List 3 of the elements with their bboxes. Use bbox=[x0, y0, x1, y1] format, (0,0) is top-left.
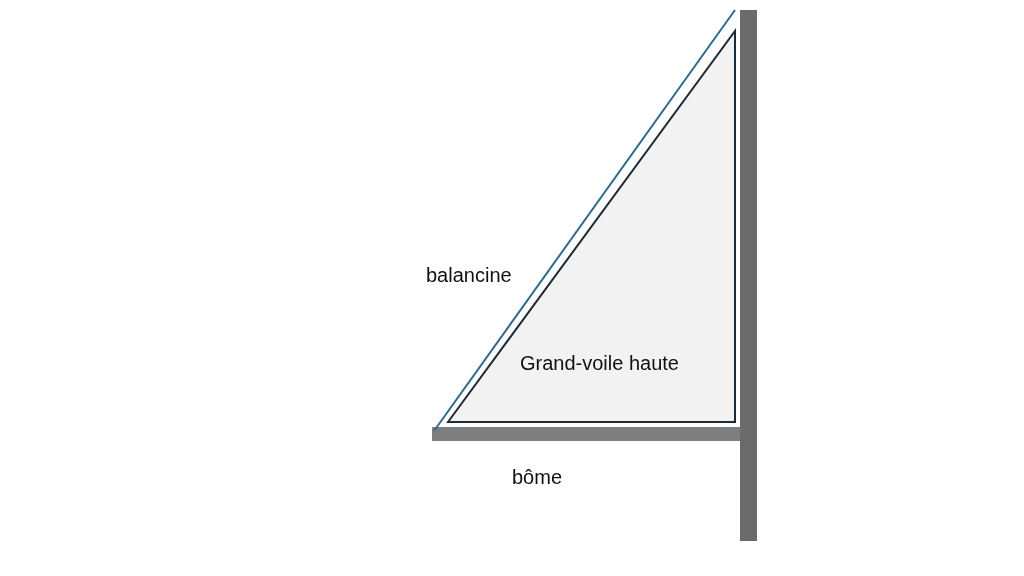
sail-label: Grand-voile haute bbox=[520, 353, 679, 373]
boom-label: bôme bbox=[512, 467, 563, 487]
topping-lift-label: balancine bbox=[426, 265, 512, 285]
